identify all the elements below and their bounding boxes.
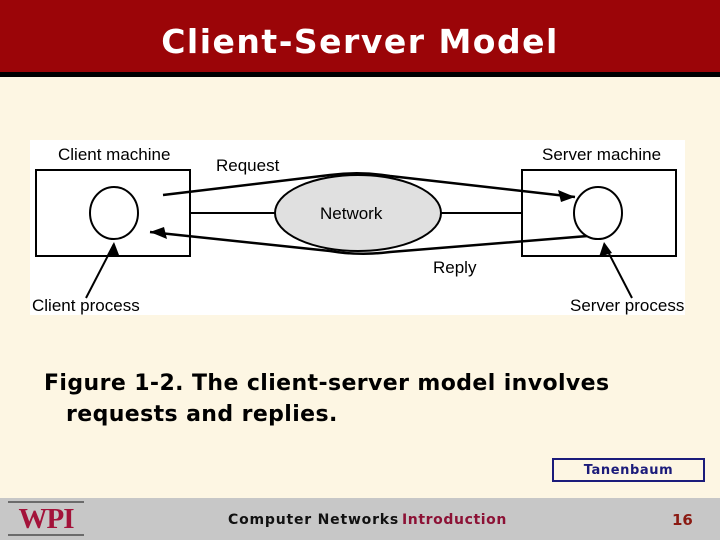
wpi-logo: WPI (8, 500, 84, 538)
reply-path (149, 230, 601, 255)
title-underline-rule (0, 72, 720, 77)
wpi-logo-rule-bottom (8, 534, 84, 536)
attribution-box: Tanenbaum (552, 458, 705, 482)
client-process-pointer-arrowhead (106, 242, 119, 257)
reply-arrowhead (150, 227, 167, 239)
client-process-circle (89, 186, 139, 240)
reply-label: Reply (433, 258, 477, 277)
server-process-pointer-arrowhead (599, 242, 612, 257)
server-process-circle (573, 186, 623, 240)
request-arrowhead (558, 190, 575, 202)
wpi-wordmark: WPI (18, 503, 75, 535)
footer-course-label: Computer Networks (228, 512, 400, 528)
figure-caption-line-1: Figure 1-2. The client-server model invo… (44, 371, 610, 396)
attribution-label: Tanenbaum (583, 462, 674, 478)
figure-canvas: Client machine Server machine Request Re… (30, 140, 685, 315)
figure-caption-line-2: requests and replies. (66, 402, 338, 427)
footer-page-number: 16 (672, 511, 693, 529)
request-path (162, 172, 576, 199)
request-label: Request (216, 156, 280, 175)
wpi-logo-rule-top (8, 501, 84, 503)
server-machine-label: Server machine (542, 145, 661, 164)
client-process-label: Client process (32, 296, 140, 315)
figure-caption: Figure 1-2. The client-server model invo… (44, 368, 684, 430)
title-banner (0, 0, 720, 72)
network-label: Network (320, 204, 383, 223)
client-server-diagram: Client machine Server machine Request Re… (32, 145, 684, 315)
footer-bar (0, 498, 720, 540)
page-title: Client-Server Model (161, 22, 559, 61)
server-process-label: Server process (570, 296, 684, 315)
footer-section-label: Introduction (402, 512, 507, 528)
client-machine-label: Client machine (58, 145, 170, 164)
